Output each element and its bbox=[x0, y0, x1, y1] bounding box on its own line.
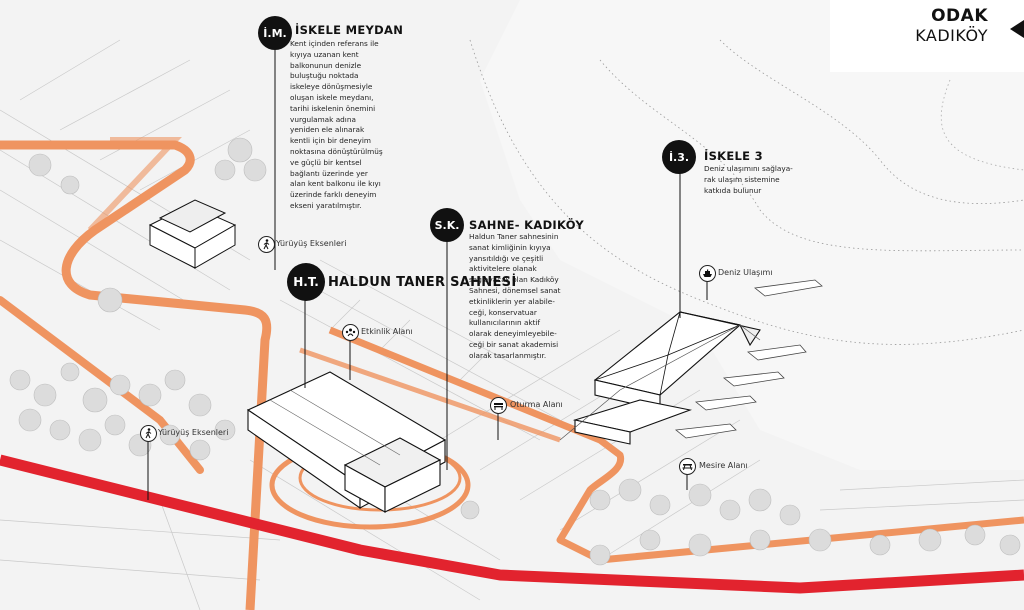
label-seating-area: Oturma Alanı bbox=[510, 400, 563, 409]
badge-sahne-kadikoy: S.K. bbox=[430, 208, 464, 242]
walking-person-icon bbox=[258, 236, 275, 253]
walking-person-icon bbox=[140, 425, 157, 442]
label-picnic-area: Mesire Alanı bbox=[699, 461, 748, 470]
ferry-icon bbox=[699, 265, 716, 282]
desc-iskele-3: Deniz ulaşımını sağlaya- rak ulaşım sist… bbox=[704, 164, 793, 195]
desc-iskele-meydan: Kent içinden referans ile kıyıya uzanan … bbox=[290, 39, 383, 210]
brand-subtitle: KADIKÖY bbox=[915, 26, 988, 45]
desc-sahne-kadikoy: Haldun Taner sahnesinin sanat kimliğinin… bbox=[469, 232, 561, 360]
title-iskele-3: İSKELE 3 bbox=[704, 149, 763, 163]
title-iskele-meydan: İSKELE MEYDAN bbox=[295, 23, 404, 37]
label-walk-axis-top: Yürüyüş Eksenleri bbox=[276, 239, 347, 248]
label-walk-axis-left: Yürüyüş Eksenleri bbox=[158, 428, 229, 437]
label-sea-transport: Deniz Ulaşımı bbox=[718, 268, 773, 277]
badge-iskele-3: İ.3. bbox=[662, 140, 696, 174]
people-group-icon bbox=[342, 324, 359, 341]
bench-icon bbox=[490, 397, 507, 414]
brand-triangle-icon bbox=[1010, 20, 1024, 38]
title-sahne-kadikoy: SAHNE- KADIKÖY bbox=[469, 218, 584, 232]
badge-haldun-taner: H.T. bbox=[287, 263, 325, 301]
picnic-table-icon bbox=[679, 458, 696, 475]
brand-box: ODAK KADIKÖY bbox=[830, 0, 1024, 72]
brand-title: ODAK bbox=[931, 6, 988, 26]
title-haldun-taner: HALDUN TANER SAHNESİ bbox=[328, 275, 517, 290]
label-event-area: Etkinlik Alanı bbox=[361, 327, 413, 336]
badge-iskele-meydan: İ.M. bbox=[258, 16, 292, 50]
